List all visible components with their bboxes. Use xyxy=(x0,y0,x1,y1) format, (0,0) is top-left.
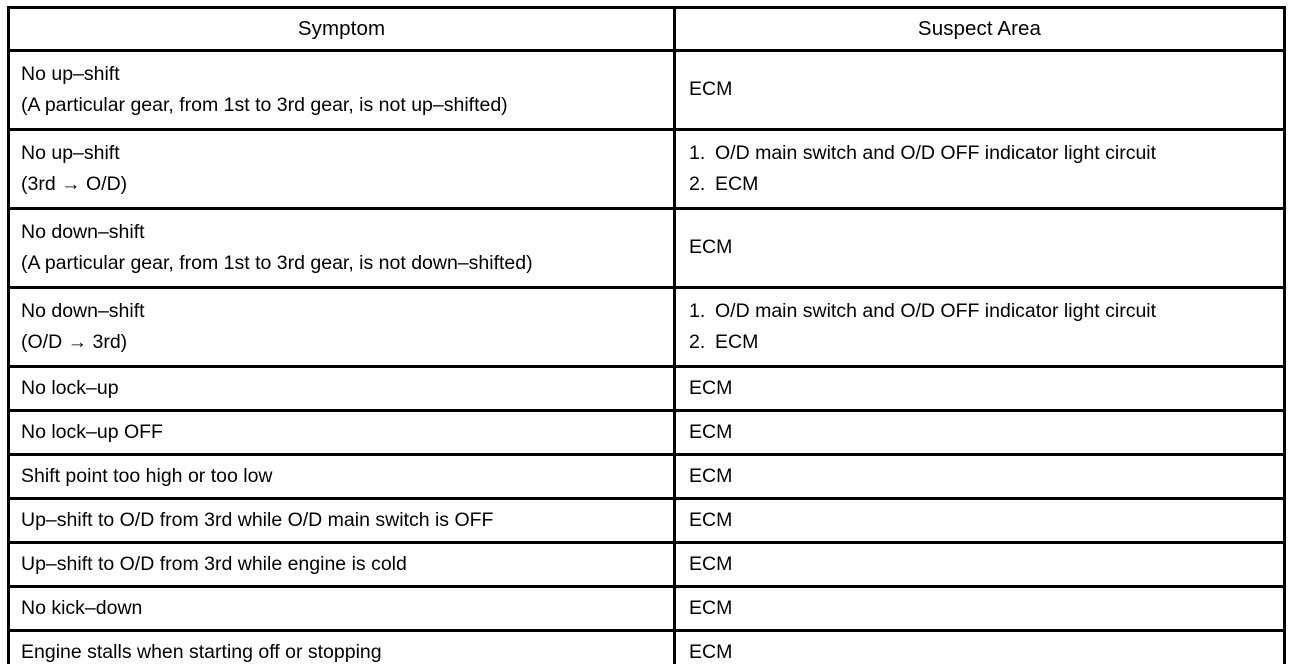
suspect-area-item-label: O/D main switch and O/D OFF indicator li… xyxy=(715,142,1157,164)
suspect-area-item-label: ECM xyxy=(715,172,759,195)
cell-suspect-area-content: ECM xyxy=(676,632,1283,664)
cell-suspect-area: 1. O/D main switch and O/D OFF indicator … xyxy=(673,128,1286,210)
suspect-area-item-number: 2. xyxy=(689,330,706,353)
cell-suspect-area: ECM xyxy=(673,585,1286,632)
cell-symptom-content: No kick–down xyxy=(10,588,673,629)
cell-suspect-area-content: 1. O/D main switch and O/D OFF indicator … xyxy=(676,289,1283,365)
symptom-line: Up–shift to O/D from 3rd while engine is… xyxy=(21,552,407,575)
cell-suspect-area-content: ECM xyxy=(676,456,1283,497)
cell-suspect-area: ECM xyxy=(673,541,1286,588)
cell-suspect-area-content: ECM xyxy=(676,500,1283,541)
cell-symptom-content: No up–shift (3rd → O/D) xyxy=(10,131,673,207)
cell-symptom: No kick–down xyxy=(7,585,676,632)
table-row: No lock–up ECM xyxy=(7,365,1286,412)
suspect-area-line: ECM xyxy=(689,78,733,101)
table-row: No up–shift (A particular gear, from 1st … xyxy=(7,49,1286,131)
suspect-area-item-label: ECM xyxy=(715,330,759,353)
cell-symptom: No down–shift (O/D → 3rd) xyxy=(7,286,676,368)
table-row: No down–shift (A particular gear, from 1s… xyxy=(7,207,1286,289)
cell-symptom-content: Shift point too high or too low xyxy=(10,456,673,497)
cell-suspect-area: ECM xyxy=(673,409,1286,456)
symptom-line: No kick–down xyxy=(21,596,143,619)
table-row: No up–shift (3rd → O/D) 1. O/D main switch … xyxy=(7,128,1286,210)
symptom-suspect-area-table: Symptom Suspect Area No up–shift (A parti… xyxy=(7,6,1286,664)
cell-suspect-area-content: ECM xyxy=(676,52,1283,128)
symptom-line: No up–shift xyxy=(21,142,120,164)
cell-symptom: Engine stalls when starting off or stopp… xyxy=(7,629,676,664)
suspect-area-numbered-item: 2. ECM xyxy=(689,172,1283,195)
symptom-line: No lock–up xyxy=(21,376,119,399)
symptom-line: (O/D → 3rd) xyxy=(21,330,128,353)
suspect-area-item-number: 2. xyxy=(689,172,706,195)
cell-symptom-content: Up–shift to O/D from 3rd while O/D main … xyxy=(10,500,673,541)
cell-symptom: Shift point too high or too low xyxy=(7,453,676,500)
symptom-line: (A particular gear, from 1st to 3rd gear… xyxy=(21,93,508,116)
cell-suspect-area: 1. O/D main switch and O/D OFF indicator … xyxy=(673,286,1286,368)
cell-suspect-area: ECM xyxy=(673,497,1286,544)
symptom-line: Engine stalls when starting off or stopp… xyxy=(21,640,382,663)
cell-symptom-content: Up–shift to O/D from 3rd while engine is… xyxy=(10,544,673,585)
suspect-area-numbered-item: 2. ECM xyxy=(689,330,1283,353)
cell-suspect-area-content: 1. O/D main switch and O/D OFF indicator … xyxy=(676,131,1283,207)
cell-suspect-area: ECM xyxy=(673,207,1286,289)
cell-suspect-area-content: ECM xyxy=(676,368,1283,409)
suspect-area-line: ECM xyxy=(689,596,733,619)
column-header-symptom: Symptom xyxy=(7,6,676,52)
symptom-line: (A particular gear, from 1st to 3rd gear… xyxy=(21,251,533,274)
symptom-line: Up–shift to O/D from 3rd while O/D main … xyxy=(21,508,494,531)
table-body: No up–shift (A particular gear, from 1st … xyxy=(7,49,1286,664)
table-row: No down–shift (O/D → 3rd) 1. O/D main switc… xyxy=(7,286,1286,368)
table-row: Up–shift to O/D from 3rd while engine is… xyxy=(7,541,1286,588)
cell-symptom-content: No up–shift (A particular gear, from 1st … xyxy=(10,52,673,128)
symptom-line: No down–shift xyxy=(21,221,145,243)
cell-suspect-area: ECM xyxy=(673,453,1286,500)
cell-symptom-content: No lock–up OFF xyxy=(10,412,673,453)
table-row: Engine stalls when starting off or stopp… xyxy=(7,629,1286,664)
cell-suspect-area-content: ECM xyxy=(676,544,1283,585)
table-row: No kick–down ECM xyxy=(7,585,1286,632)
column-header-suspect-area: Suspect Area xyxy=(673,6,1286,52)
cell-symptom: No up–shift (3rd → O/D) xyxy=(7,128,676,210)
cell-symptom-content: Engine stalls when starting off or stopp… xyxy=(10,632,673,664)
cell-symptom-content: No lock–up xyxy=(10,368,673,409)
column-header-suspect-area-label: Suspect Area xyxy=(917,16,1042,40)
symptom-line: No lock–up OFF xyxy=(21,420,163,443)
cell-symptom-content: No down–shift (A particular gear, from 1s… xyxy=(10,210,673,286)
suspect-area-line: ECM xyxy=(689,640,733,663)
suspect-area-line: ECM xyxy=(689,508,733,531)
suspect-area-line: ECM xyxy=(689,464,733,487)
suspect-area-item-number: 1. xyxy=(689,300,706,322)
symptom-line: No up–shift xyxy=(21,63,120,85)
cell-symptom-content: No down–shift (O/D → 3rd) xyxy=(10,289,673,365)
suspect-area-item-label: O/D main switch and O/D OFF indicator li… xyxy=(715,300,1157,322)
cell-suspect-area-content: ECM xyxy=(676,210,1283,286)
suspect-area-numbered-item: 1. O/D main switch and O/D OFF indicator … xyxy=(689,142,1283,164)
cell-symptom: Up–shift to O/D from 3rd while engine is… xyxy=(7,541,676,588)
suspect-area-item-number: 1. xyxy=(689,142,706,164)
table-row: No lock–up OFF ECM xyxy=(7,409,1286,456)
suspect-area-line: ECM xyxy=(689,236,733,259)
cell-suspect-area: ECM xyxy=(673,49,1286,131)
suspect-area-line: ECM xyxy=(689,552,733,575)
symptom-line: No down–shift xyxy=(21,300,145,322)
suspect-area-line: ECM xyxy=(689,376,733,399)
table-row: Up–shift to O/D from 3rd while O/D main … xyxy=(7,497,1286,544)
header-row: Symptom Suspect Area xyxy=(7,6,1286,52)
cell-suspect-area-content: ECM xyxy=(676,412,1283,453)
symptom-line: (3rd → O/D) xyxy=(21,172,128,195)
suspect-area-numbered-item: 1. O/D main switch and O/D OFF indicator … xyxy=(689,300,1283,322)
cell-suspect-area: ECM xyxy=(673,365,1286,412)
cell-suspect-area-content: ECM xyxy=(676,588,1283,629)
suspect-area-line: ECM xyxy=(689,420,733,443)
cell-symptom: Up–shift to O/D from 3rd while O/D main … xyxy=(7,497,676,544)
symptom-line: Shift point too high or too low xyxy=(21,464,273,487)
column-header-symptom-label: Symptom xyxy=(297,16,386,40)
cell-symptom: No lock–up xyxy=(7,365,676,412)
table-header: Symptom Suspect Area xyxy=(7,6,1286,52)
cell-symptom: No down–shift (A particular gear, from 1s… xyxy=(7,207,676,289)
cell-suspect-area: ECM xyxy=(673,629,1286,664)
cell-symptom: No up–shift (A particular gear, from 1st … xyxy=(7,49,676,131)
table-row: Shift point too high or too low ECM xyxy=(7,453,1286,500)
cell-symptom: No lock–up OFF xyxy=(7,409,676,456)
